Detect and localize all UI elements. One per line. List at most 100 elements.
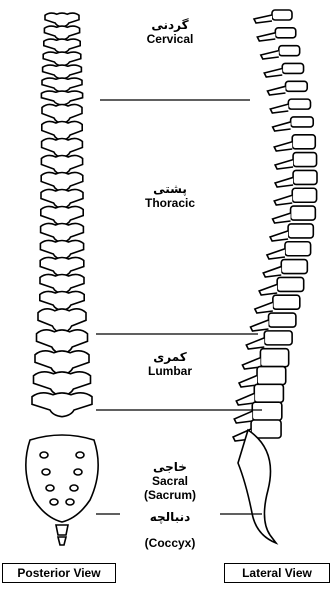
sacrum <box>26 435 98 522</box>
lateral-vertebra <box>267 81 307 95</box>
posterior-vertebra <box>40 240 83 259</box>
posterior-vertebra <box>40 257 84 276</box>
spinous-process <box>273 213 291 223</box>
spinous-process <box>250 320 268 331</box>
coccyx-bone <box>56 525 68 545</box>
posterior-vertebra <box>43 65 82 79</box>
spinous-process <box>273 122 291 131</box>
lateral-vertebra <box>275 153 316 169</box>
coccyx-label-fa: دنبالچه <box>120 510 220 524</box>
vertebral-body <box>285 81 307 91</box>
vertebral-body <box>252 402 282 420</box>
posterior-vertebra <box>41 206 83 225</box>
spinous-process <box>264 68 282 77</box>
cervical-label-fa: گردنی <box>120 18 220 32</box>
posterior-vertebra <box>42 138 83 157</box>
vertebral-body <box>285 242 311 256</box>
lateral-vertebra <box>273 117 314 131</box>
spinous-process <box>255 302 273 313</box>
sacral-label-en: Sacral <box>120 474 220 488</box>
vertebral-body <box>268 313 295 327</box>
cervical-label-en: Cervical <box>120 32 220 46</box>
spinous-process <box>270 104 288 113</box>
spinous-process <box>274 142 292 151</box>
posterior-vertebra <box>42 78 82 92</box>
lateral-vertebra <box>274 188 316 205</box>
spinous-process <box>257 33 275 41</box>
posterior-vertebra <box>40 291 84 310</box>
lumbar-label: کمری Lumbar <box>120 350 220 378</box>
cervical-label: گردنی Cervical <box>120 18 220 46</box>
region-divider-lines <box>96 100 262 514</box>
posterior-vertebra <box>40 274 84 293</box>
lateral-vertebra <box>267 242 311 259</box>
lateral-vertebra <box>263 260 307 277</box>
posterior-vertebra <box>45 13 79 27</box>
vertebral-body <box>292 188 316 202</box>
spinous-process <box>263 267 281 277</box>
spinous-process <box>267 249 285 259</box>
lateral-vertebra <box>270 99 310 113</box>
posterior-vertebra <box>41 155 82 174</box>
spinous-process <box>261 51 279 59</box>
lateral-vertebra <box>259 277 304 295</box>
vertebral-body <box>254 384 283 402</box>
sacral-foramen <box>46 485 54 491</box>
lateral-vertebra <box>255 295 300 313</box>
lateral-sacrum <box>238 430 276 543</box>
sacral-foramen <box>76 452 84 458</box>
sacral-foramen <box>42 469 50 475</box>
spinous-process <box>246 338 264 349</box>
posterior-vertebra <box>42 104 82 123</box>
spinous-process <box>254 15 272 23</box>
spinous-process <box>270 231 288 241</box>
posterior-vertebra <box>43 52 81 66</box>
sacral-label: خاجی Sacral (Sacrum) <box>120 460 220 502</box>
lateral-vertebra <box>261 46 300 59</box>
thoracic-label-en: Thoracic <box>120 196 220 210</box>
vertebral-body <box>282 63 303 73</box>
lateral-vertebra <box>275 170 317 187</box>
posterior-vertebra <box>41 223 84 242</box>
posterior-vertebra <box>41 91 82 105</box>
posterior-vertebra <box>41 172 83 191</box>
spinous-process <box>259 284 277 295</box>
spinous-process <box>275 177 293 187</box>
lateral-vertebra <box>250 313 295 331</box>
sacral-label-fa: خاجی <box>120 460 220 474</box>
vertebral-body <box>293 170 317 184</box>
coccyx-label-en: (Coccyx) <box>120 536 220 550</box>
posterior-vertebra <box>32 393 92 417</box>
sacral-label-en2: (Sacrum) <box>120 488 220 502</box>
vertebral-body <box>292 135 315 149</box>
lateral-vertebra <box>273 206 316 223</box>
lateral-vertebra <box>270 224 313 241</box>
posterior-vertebra <box>41 189 83 208</box>
posterior-spine <box>26 13 98 545</box>
lateral-spine <box>233 10 317 543</box>
sacral-foramen <box>40 452 48 458</box>
lateral-vertebra <box>264 63 303 77</box>
spinous-process <box>234 411 252 423</box>
sacral-foramen <box>66 499 74 505</box>
vertebral-body <box>291 117 314 127</box>
coccyx-label: دنبالچه (Coccyx) <box>120 510 220 550</box>
vertebral-body <box>257 367 286 385</box>
spinous-process <box>267 86 285 95</box>
vertebral-body <box>260 349 288 367</box>
posterior-vertebra <box>44 26 79 40</box>
lateral-view-caption: Lateral View <box>224 563 330 583</box>
thoracic-label-fa: پشتی <box>120 182 220 196</box>
vertebral-body <box>275 28 295 38</box>
lateral-vertebra <box>257 28 295 41</box>
lateral-vertebra <box>274 135 315 151</box>
vertebral-body <box>293 153 316 167</box>
vertebral-body <box>288 99 310 109</box>
vertebral-body <box>277 277 304 291</box>
posterior-vertebra <box>44 39 80 53</box>
vertebral-body <box>264 331 292 345</box>
vertebral-body <box>281 260 307 274</box>
lumbar-label-en: Lumbar <box>120 364 220 378</box>
vertebral-body <box>288 224 313 238</box>
lumbar-label-fa: کمری <box>120 350 220 364</box>
